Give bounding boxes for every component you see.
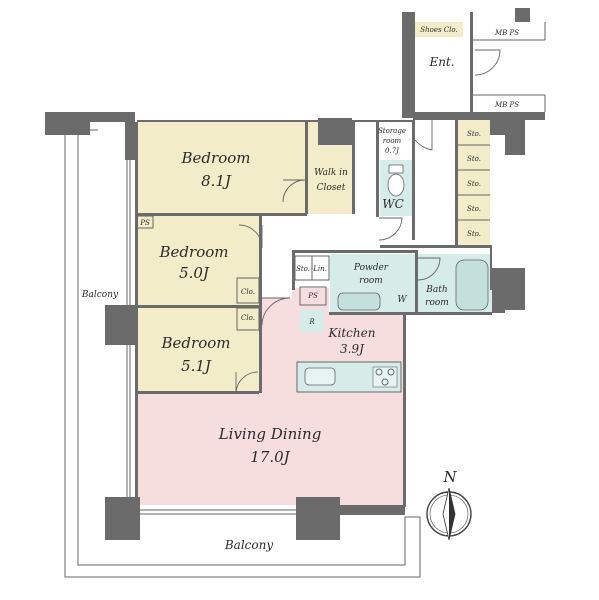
- living-dining-size: 17.0J: [250, 448, 290, 466]
- sto-label-1: Sto.: [467, 130, 481, 138]
- north-label: N: [442, 468, 457, 486]
- kitchen-size: 3.9J: [340, 342, 365, 356]
- mbps-label-2: MB PS: [494, 101, 519, 109]
- living-dining-area: [137, 288, 405, 505]
- sto-label-2: Sto.: [467, 155, 481, 163]
- balcony-south-label: Balcony: [224, 538, 273, 552]
- washer-area: [388, 286, 416, 312]
- ps-label-2: PS: [307, 292, 318, 300]
- kitchen-label: Kitchen: [328, 326, 376, 340]
- clo-label-1: Clo.: [241, 288, 255, 296]
- closet-details: [136, 144, 490, 331]
- powder-room-label-2: room: [359, 276, 383, 286]
- bedroom-1-label: Bedroom: [181, 149, 251, 167]
- sto-label-4: Sto.: [467, 205, 481, 213]
- powder-sink: [337, 292, 381, 311]
- door-swings: [235, 49, 501, 394]
- clo-label-2: Clo.: [241, 314, 255, 322]
- bedroom-3-label: Bedroom: [161, 334, 231, 352]
- bedroom-3-size: 5.1J: [181, 357, 212, 375]
- bedroom-2-label: Bedroom: [159, 243, 229, 261]
- powder-room-label-1: Powder: [353, 263, 389, 273]
- ps-label-1: PS: [139, 219, 150, 227]
- walk-in-closet-label-1: Walk in: [314, 168, 348, 178]
- refrigerator-label: R: [308, 318, 315, 326]
- balcony-west-label: Balcony: [81, 290, 119, 300]
- storage-room-label-2: room: [383, 137, 402, 145]
- bath-room-label-1: Bath: [425, 285, 447, 295]
- bathtub: [455, 259, 489, 311]
- bath-room-label-2: room: [425, 298, 449, 308]
- bedroom-1-area: [137, 122, 307, 214]
- kitchen-sink: [304, 367, 336, 386]
- entrance-label: Ent.: [428, 55, 454, 69]
- shoes-closet-area: [415, 22, 463, 37]
- stove-icon: [372, 366, 398, 388]
- storage-room-label-1: Storage: [378, 127, 406, 135]
- mbps-label-1: MB PS: [494, 29, 519, 37]
- bedroom-1-size: 8.1J: [201, 172, 232, 190]
- living-dining-label: Living Dining: [218, 425, 322, 443]
- north-compass-icon: N: [426, 468, 472, 541]
- walls: [45, 8, 545, 540]
- sto-label-3: Sto.: [467, 180, 481, 188]
- sto-label-5: Sto.: [467, 230, 481, 238]
- refrigerator-area: [300, 310, 324, 332]
- wc-label: WC: [382, 197, 404, 211]
- bedroom-3-area: [137, 308, 259, 391]
- storage-sto-column: [458, 120, 490, 245]
- storage-room-label-3: 0.7J: [385, 147, 400, 155]
- lin-label: Lin.: [312, 265, 327, 273]
- sto-label-6: Sto.: [296, 265, 310, 273]
- bedroom-2-area: [137, 216, 259, 306]
- windows: [126, 22, 546, 515]
- balcony-outline: [64, 115, 421, 578]
- toilet-icon: [387, 164, 405, 197]
- washer-label: W: [397, 295, 407, 305]
- bedroom-2-size: 5.0J: [179, 264, 210, 282]
- shoes-closet-label: Shoes Clo.: [420, 26, 457, 34]
- walk-in-closet-label-2: Closet: [317, 183, 346, 193]
